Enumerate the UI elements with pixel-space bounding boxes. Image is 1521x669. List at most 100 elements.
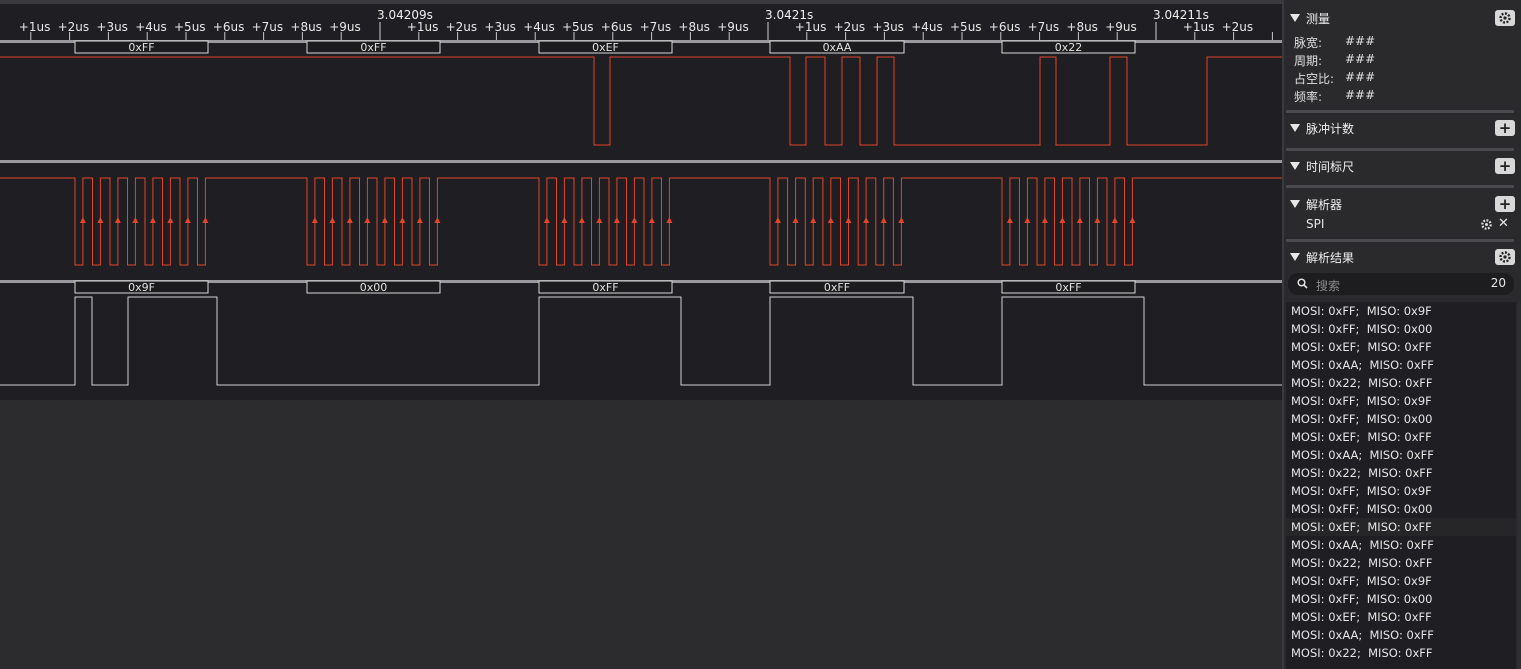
- time-ruler-title: 时间标尺: [1306, 159, 1355, 174]
- result-row[interactable]: MOSI: 0x22; MISO: 0xFF: [1291, 466, 1433, 480]
- plus-icon: +: [1498, 194, 1512, 213]
- result-row[interactable]: MOSI: 0xFF; MISO: 0x9F: [1291, 574, 1432, 588]
- empty-channel-area: [0, 400, 1282, 669]
- measure-row-duty: 占空比:###: [1294, 70, 1376, 86]
- mosi-decode-label: 0xAA: [823, 41, 852, 54]
- decoder-item-spi[interactable]: SPI: [1306, 217, 1325, 231]
- ruler-minor-label: +2us: [58, 20, 90, 34]
- ruler-top-strip: [0, 0, 1282, 4]
- add-pulse-count-button[interactable]: +: [1495, 120, 1515, 136]
- ruler-minor-label: +5us: [950, 20, 982, 34]
- ruler-minor-label: +3us: [872, 20, 904, 34]
- divider: [1286, 110, 1514, 113]
- remove-decoder-button[interactable]: ✕: [1498, 216, 1509, 231]
- miso-decode-bar: [1001, 280, 1136, 294]
- ruler-minor-label: +8us: [678, 20, 710, 34]
- measure-row-frequency: 频率:###: [1294, 88, 1376, 104]
- ruler-minor-label: +3us: [96, 20, 128, 34]
- ruler-minor-label: +1us: [407, 20, 439, 34]
- result-row[interactable]: MOSI: 0xFF; MISO: 0x00: [1291, 322, 1433, 336]
- time-ruler-section-header[interactable]: 时间标尺: [1290, 157, 1354, 175]
- gear-icon: [1499, 12, 1511, 24]
- result-row[interactable]: MOSI: 0xEF; MISO: 0xFF: [1291, 430, 1432, 444]
- result-row[interactable]: MOSI: 0x22; MISO: 0xFF: [1291, 376, 1433, 390]
- collapse-triangle-icon: [1290, 162, 1300, 170]
- miso-signal-trace: [0, 296, 1282, 386]
- search-icon: [1297, 278, 1308, 289]
- collapse-triangle-icon: [1290, 14, 1300, 22]
- ruler-major-label: 3.04209s: [377, 8, 433, 22]
- mosi-signal-trace: [0, 56, 1282, 146]
- miso-decode-bar: [306, 280, 441, 294]
- add-decoder-button[interactable]: +: [1495, 196, 1515, 212]
- mosi-decode-label: 0xFF: [360, 41, 386, 54]
- ruler-minor-label: +3us: [484, 20, 516, 34]
- ruler-minor-label: +2us: [834, 20, 866, 34]
- pulse-count-title: 脉冲计数: [1306, 121, 1355, 136]
- results-search-input[interactable]: 搜索 20: [1288, 273, 1514, 295]
- result-row[interactable]: MOSI: 0xFF; MISO: 0x9F: [1291, 394, 1432, 408]
- collapse-triangle-icon: [1290, 124, 1300, 132]
- gear-icon: [1499, 251, 1511, 263]
- ruler-minor-label: +7us: [1028, 20, 1060, 34]
- search-placeholder: 搜索: [1316, 279, 1341, 293]
- miso-decode-label: 0x00: [360, 281, 388, 294]
- ruler-minor-label: +6us: [601, 20, 633, 34]
- result-row[interactable]: MOSI: 0xAA; MISO: 0xFF: [1291, 358, 1434, 372]
- miso-decode-bar: [74, 280, 209, 294]
- results-scrollbar[interactable]: [1518, 302, 1521, 669]
- results-title: 解析结果: [1306, 250, 1355, 265]
- ruler-minor-label: +1us: [1183, 20, 1215, 34]
- result-row[interactable]: MOSI: 0xAA; MISO: 0xFF: [1291, 538, 1434, 552]
- results-list[interactable]: MOSI: 0xFF; MISO: 0x9F MOSI: 0xFF; MISO: …: [1286, 302, 1516, 669]
- ruler-minor-label: +2us: [1222, 20, 1254, 34]
- plus-icon: +: [1498, 156, 1512, 175]
- result-row[interactable]: MOSI: 0xFF; MISO: 0x00: [1291, 502, 1433, 516]
- ruler-minor-label: +5us: [174, 20, 206, 34]
- result-row[interactable]: MOSI: 0xFF; MISO: 0x00: [1291, 592, 1433, 606]
- result-row[interactable]: MOSI: 0xFF; MISO: 0x9F: [1291, 304, 1432, 318]
- divider: [1286, 185, 1514, 188]
- ruler-major-label: 3.04211s: [1153, 8, 1209, 22]
- right-sidebar: 测量 脉宽:### 周期:### 占空比:### 频率:### 脉冲计数 + 时…: [1282, 0, 1521, 669]
- results-settings-button[interactable]: [1495, 249, 1515, 265]
- decoder-section-header[interactable]: 解析器: [1290, 195, 1342, 213]
- measure-settings-button[interactable]: [1495, 10, 1515, 26]
- measure-section-header[interactable]: 测量: [1290, 9, 1330, 27]
- results-section-header[interactable]: 解析结果: [1290, 248, 1354, 266]
- close-icon: ✕: [1498, 216, 1509, 231]
- miso-decode-label: 0xFF: [824, 281, 850, 294]
- ruler-minor-label: +1us: [795, 20, 827, 34]
- result-row[interactable]: MOSI: 0xFF; MISO: 0x00: [1291, 412, 1433, 426]
- add-time-ruler-button[interactable]: +: [1495, 158, 1515, 174]
- result-row[interactable]: MOSI: 0xEF; MISO: 0xFF: [1291, 610, 1432, 624]
- mosi-decode-bar: [769, 40, 905, 54]
- mosi-decode-label: 0xEF: [592, 41, 619, 54]
- result-row[interactable]: MOSI: 0xAA; MISO: 0xFF: [1291, 628, 1434, 642]
- plus-icon: +: [1498, 118, 1512, 137]
- result-row[interactable]: MOSI: 0x22; MISO: 0xFF: [1291, 556, 1433, 570]
- decoder-title: 解析器: [1306, 197, 1343, 212]
- pulse-count-section-header[interactable]: 脉冲计数: [1290, 119, 1354, 137]
- miso-decode-bar: [538, 280, 673, 294]
- ruler-minor-label: +7us: [640, 20, 672, 34]
- results-count: 20: [1490, 276, 1506, 290]
- result-row[interactable]: MOSI: 0x22; MISO: 0xFF: [1291, 646, 1433, 660]
- result-row[interactable]: MOSI: 0xFF; MISO: 0x9F: [1291, 484, 1432, 498]
- ruler-minor-label: +4us: [523, 20, 555, 34]
- ruler-minor-label: +8us: [1066, 20, 1098, 34]
- result-row[interactable]: MOSI: 0xEF; MISO: 0xFF: [1291, 340, 1432, 354]
- ruler-minor-label: +6us: [989, 20, 1021, 34]
- decoder-settings-button[interactable]: [1480, 218, 1493, 234]
- gear-icon: [1481, 219, 1492, 230]
- ruler-minor-label: +2us: [446, 20, 478, 34]
- collapse-triangle-icon: [1290, 253, 1300, 261]
- result-row[interactable]: MOSI: 0xEF; MISO: 0xFF: [1286, 518, 1516, 536]
- result-row[interactable]: MOSI: 0xAA; MISO: 0xFF: [1291, 448, 1434, 462]
- mosi-decode-label: 0xFF: [128, 41, 154, 54]
- ruler-minor-label: +9us: [1105, 20, 1137, 34]
- mosi-decode-bar: [1001, 40, 1136, 54]
- measure-row-period: 周期:###: [1294, 52, 1376, 68]
